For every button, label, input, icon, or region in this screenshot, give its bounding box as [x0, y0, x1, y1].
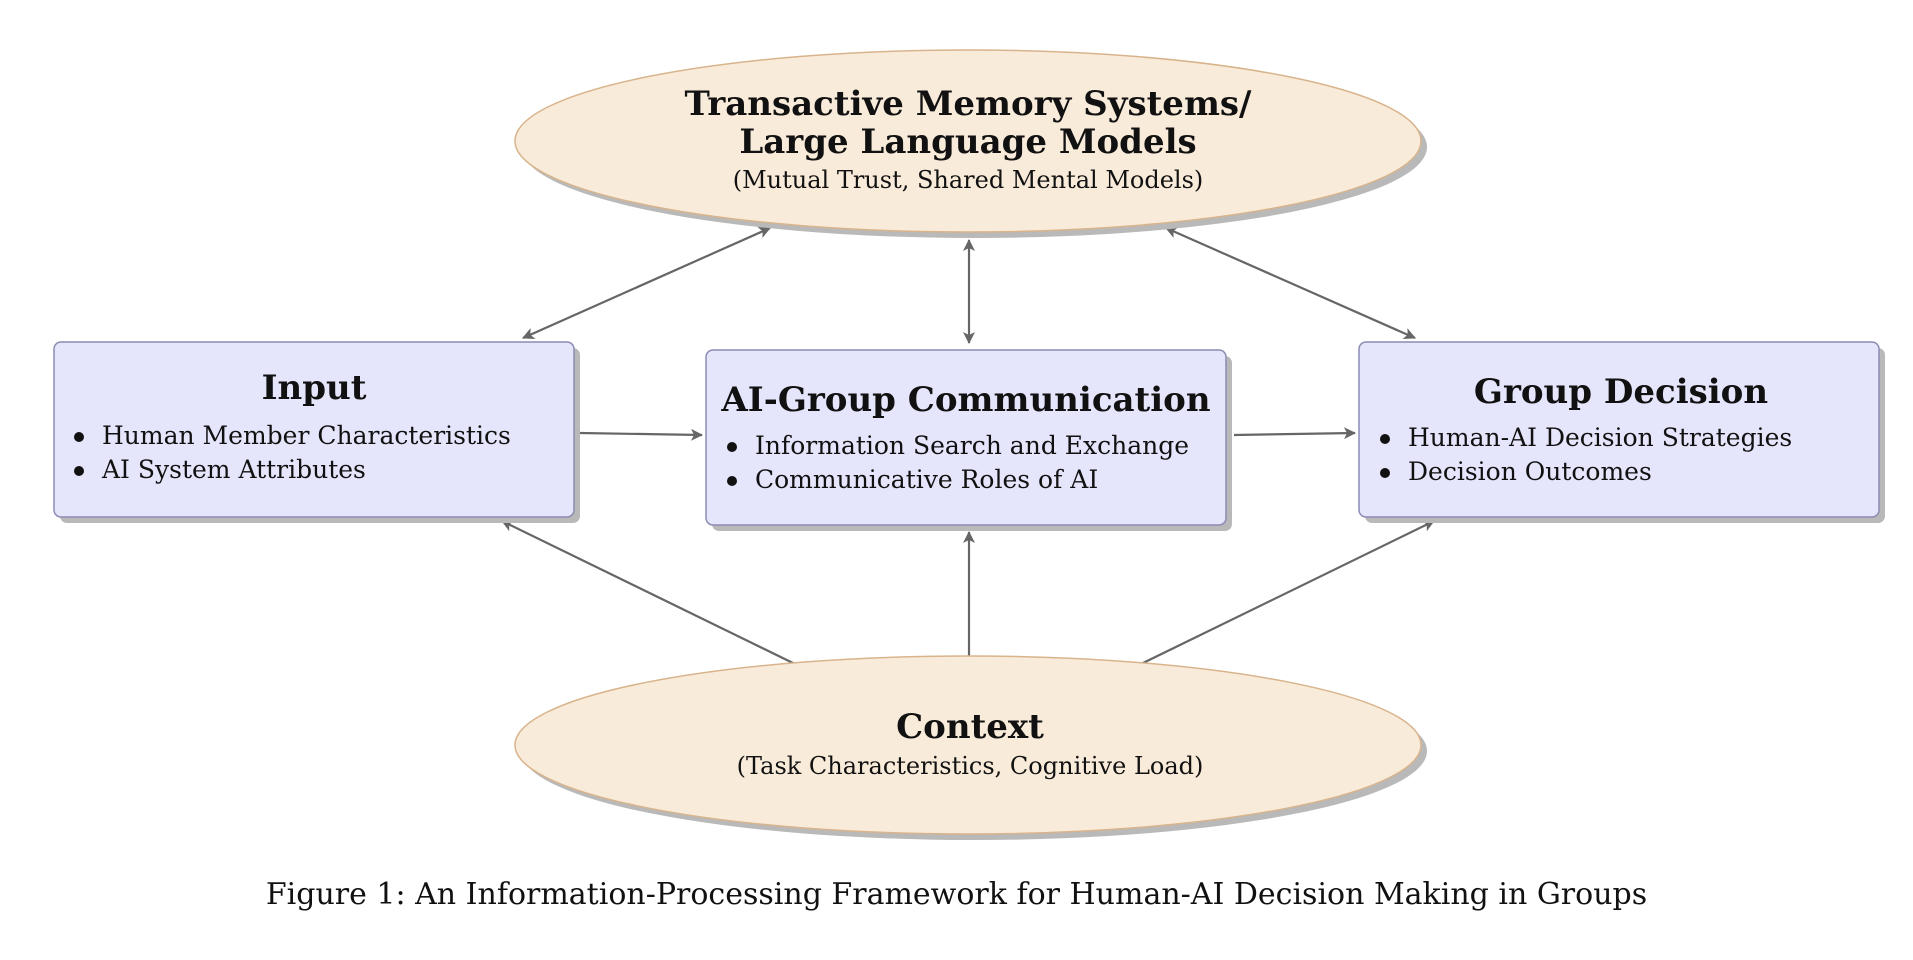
tms-title-line1: Transactive Memory Systems/: [685, 84, 1253, 124]
decision-node: Group Decision Human-AI Decision Strateg…: [1358, 341, 1885, 523]
arrows: [501, 226, 1435, 665]
communication-item-2: Communicative Roles of AI: [755, 465, 1098, 494]
tms-subtitle: (Mutual Trust, Shared Mental Models): [733, 166, 1204, 194]
input-bullet-2: [74, 466, 84, 476]
input-title: Input: [262, 368, 367, 408]
decision-bullet-1: [1380, 434, 1390, 444]
context-subtitle: (Task Characteristics, Cognitive Load): [737, 752, 1204, 780]
context-ellipse: [514, 655, 1422, 835]
decision-box: [1358, 341, 1880, 518]
context-node: Context (Task Characteristics, Cognitive…: [514, 655, 1427, 840]
input-item-1: Human Member Characteristics: [102, 421, 511, 450]
arrow-tms-input: [522, 226, 771, 340]
context-title: Context: [896, 707, 1044, 747]
arrow-tms-decision: [1165, 226, 1416, 340]
communication-node: AI-Group Communication Information Searc…: [705, 349, 1232, 531]
communication-item-1: Information Search and Exchange: [755, 431, 1189, 460]
arrow-communication-decision: [1233, 427, 1356, 440]
tms-node: Transactive Memory Systems/ Large Langua…: [514, 49, 1427, 238]
input-item-2: AI System Attributes: [101, 455, 366, 484]
communication-box: [705, 349, 1227, 526]
input-box: [53, 341, 575, 518]
decision-title: Group Decision: [1474, 372, 1768, 412]
communication-bullet-2: [727, 476, 737, 486]
tms-title-line2: Large Language Models: [739, 122, 1196, 162]
decision-item-2: Decision Outcomes: [1408, 457, 1652, 486]
communication-bullet-1: [727, 442, 737, 452]
tms-ellipse: [514, 49, 1422, 233]
decision-bullet-2: [1380, 468, 1390, 478]
communication-title: AI-Group Communication: [720, 380, 1210, 420]
arrow-input-communication: [579, 428, 703, 441]
arrow-context-input: [501, 520, 796, 665]
input-node: Input Human Member Characteristics AI Sy…: [53, 341, 580, 523]
figure-caption: Figure 1: An Information-Processing Fram…: [265, 877, 1648, 912]
input-bullet-1: [74, 432, 84, 442]
arrow-context-decision: [1140, 520, 1435, 665]
decision-item-1: Human-AI Decision Strategies: [1408, 423, 1792, 452]
